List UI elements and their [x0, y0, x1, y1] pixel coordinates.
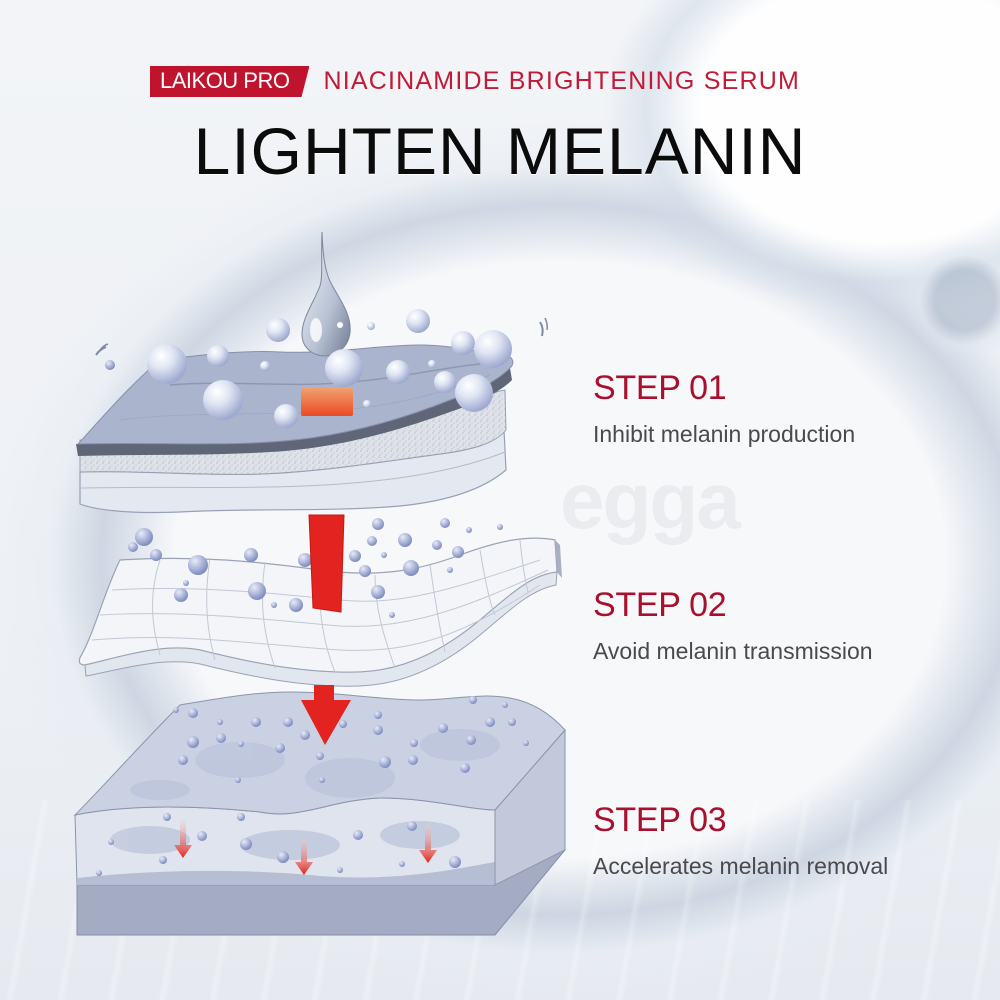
- serum-drop-icon: [301, 231, 351, 357]
- red-arrow-down: [301, 514, 351, 745]
- step-1: STEP 01 Inhibit melanin production: [593, 368, 855, 449]
- small-red-arrows: [174, 820, 437, 875]
- brand-badge: LAIKOU PRO: [150, 66, 309, 97]
- bubbles-middle: [128, 518, 503, 618]
- product-name: NIACINAMIDE BRIGHTENING SERUM: [323, 67, 800, 95]
- step-2: STEP 02 Avoid melanin transmission: [593, 585, 873, 666]
- step-1-label: STEP 01: [593, 369, 727, 407]
- step-3: STEP 03 Accelerates melanin removal: [593, 800, 888, 881]
- melanin-particles: [96, 696, 529, 876]
- bubbles-top: [95, 309, 548, 428]
- melanin-patch: [301, 388, 353, 416]
- skin-layer-epidermis: [76, 344, 514, 514]
- header: LAIKOU PRO NIACINAMIDE BRIGHTENING SERUM: [150, 66, 800, 97]
- step-1-description: Inhibit melanin production: [593, 421, 856, 447]
- step-3-label: STEP 03: [593, 801, 727, 839]
- step-2-description: Avoid melanin transmission: [593, 638, 873, 664]
- watermark: egga: [560, 456, 741, 545]
- page-title: LIGHTEN MELANIN: [193, 114, 807, 188]
- step-2-label: STEP 02: [593, 586, 727, 624]
- step-3-description: Accelerates melanin removal: [593, 853, 889, 879]
